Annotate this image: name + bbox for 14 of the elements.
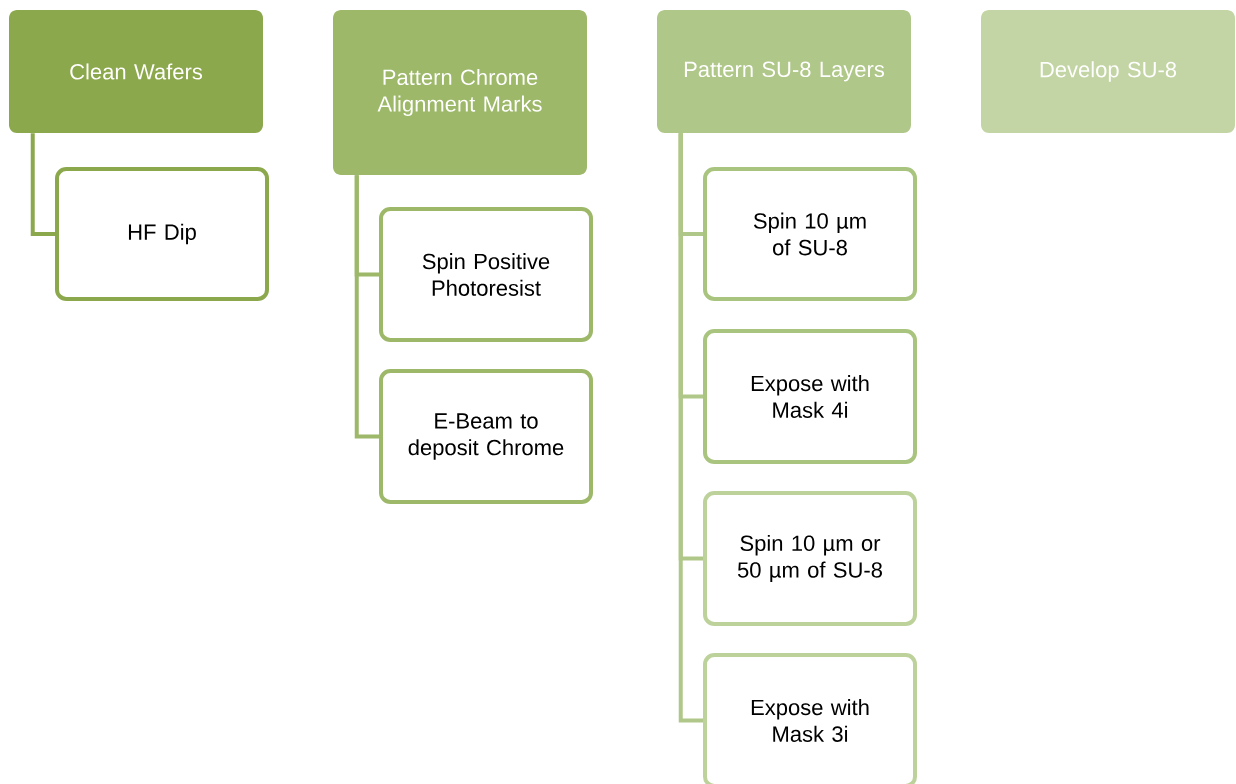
step-box: E-Beam to deposit Chrome (379, 369, 593, 504)
process-box: Pattern Chrome Alignment Marks (333, 9, 587, 176)
process-box: Clean Wafers (9, 10, 263, 133)
step-box: HF Dip (55, 167, 269, 301)
step-box: Spin 10 µm or 50 µm of SU-8 (703, 491, 917, 626)
process-box: Pattern SU-8 Layers (657, 10, 911, 133)
process-box: Develop SU-8 (981, 10, 1235, 133)
step-box: Expose with Mask 4i (703, 329, 917, 464)
step-box: Spin Positive Photoresist (379, 207, 593, 342)
step-box: Spin 10 µm of SU-8 (703, 167, 917, 301)
connector-line (354, 175, 379, 439)
step-box: Expose with Mask 3i (703, 653, 917, 784)
connector-line (678, 133, 703, 723)
connector-line (30, 133, 55, 236)
